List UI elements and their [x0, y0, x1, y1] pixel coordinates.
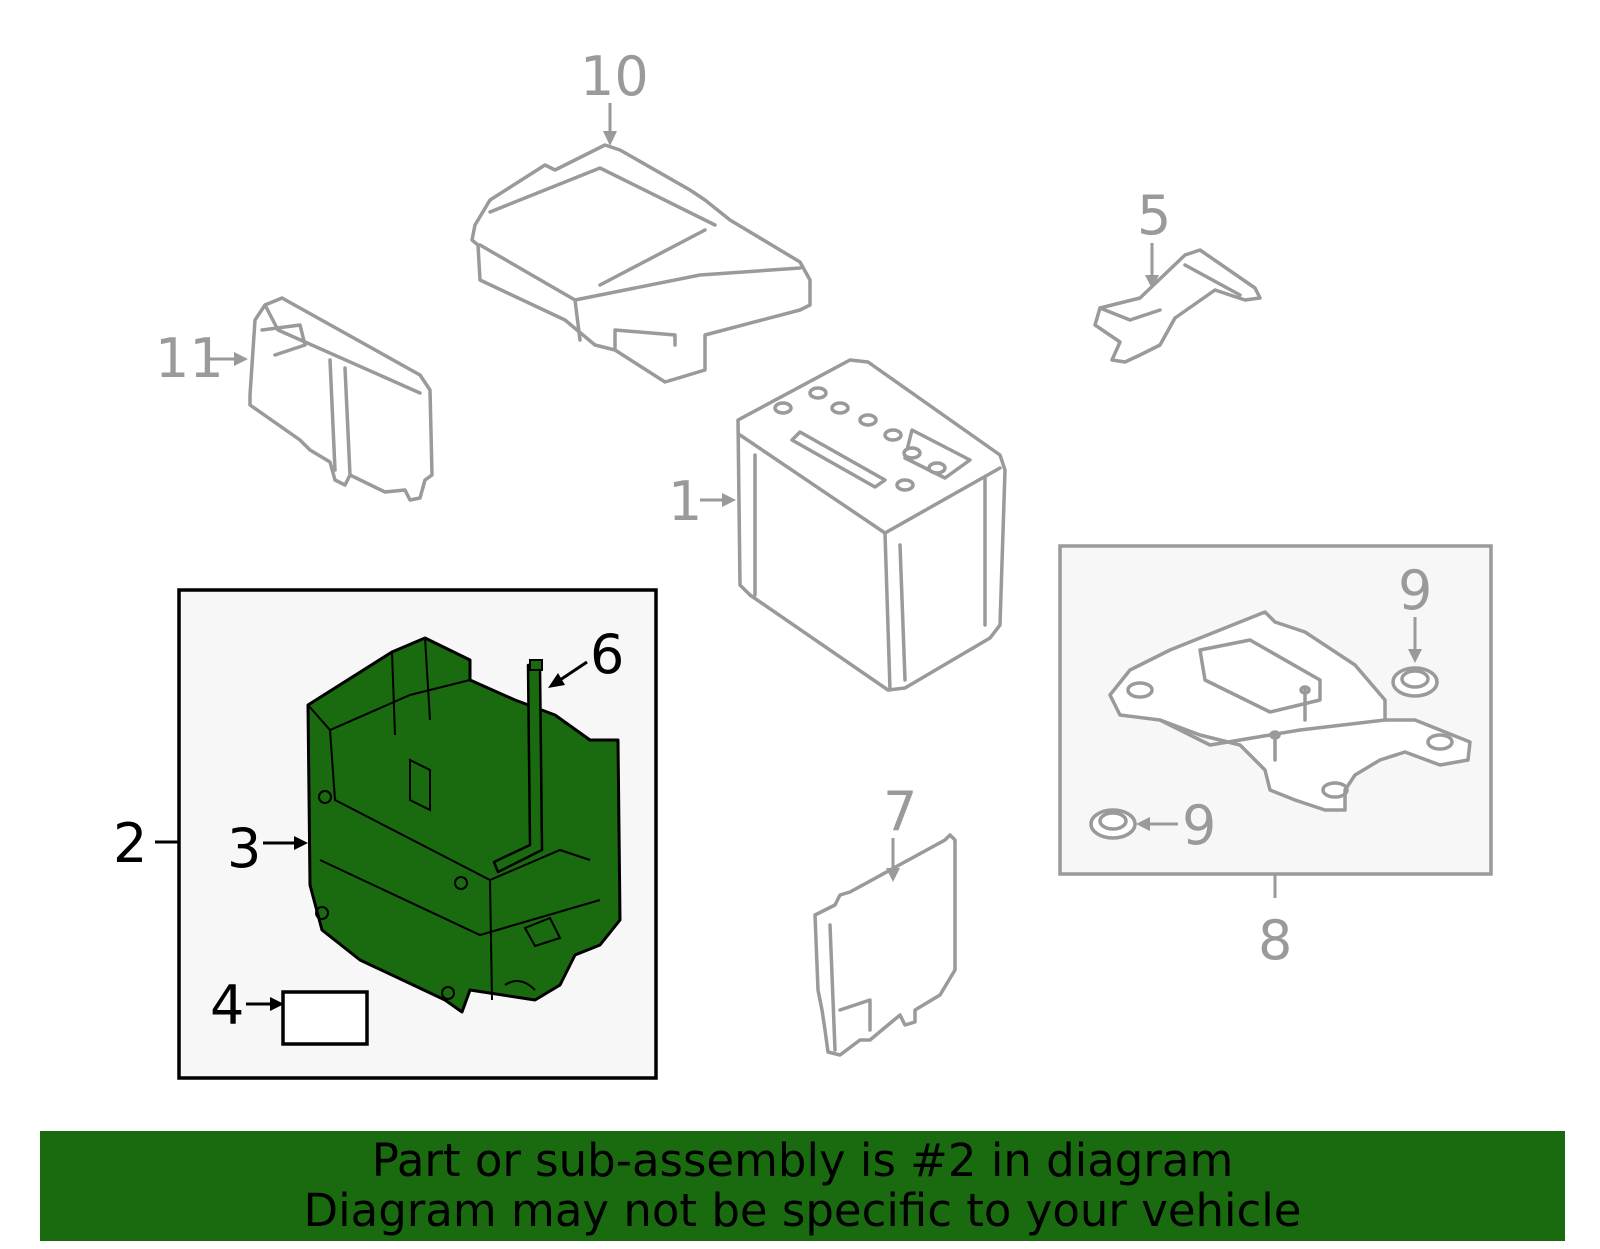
callout-7[interactable]: 7: [883, 780, 917, 843]
part-10-battery-cover[interactable]: [470, 143, 812, 384]
arrowhead-5: [1145, 275, 1159, 289]
callout-9-bottom[interactable]: 9: [1182, 794, 1216, 857]
callout-5[interactable]: 5: [1137, 184, 1171, 247]
info-banner: Part or sub-assembly is #2 in diagram Di…: [40, 1131, 1565, 1241]
part-8-battery-bracket[interactable]: [1108, 610, 1472, 812]
arrowhead-3: [294, 836, 308, 850]
leader-6: [559, 660, 588, 682]
banner-line-2: Diagram may not be specific to your vehi…: [303, 1184, 1302, 1237]
arrowhead-11: [234, 352, 248, 366]
callout-3[interactable]: 3: [227, 817, 261, 880]
callout-6[interactable]: 6: [590, 623, 624, 686]
arrowhead-10: [603, 131, 617, 146]
part-3-battery-tray[interactable]: [306, 636, 622, 1014]
battery-terminals: [773, 386, 947, 492]
banner-line-1: Part or sub-assembly is #2 in diagram: [371, 1134, 1234, 1187]
callout-4[interactable]: 4: [210, 974, 244, 1037]
callout-9-top[interactable]: 9: [1398, 559, 1432, 622]
part-9-grommet-b[interactable]: [1089, 808, 1137, 840]
arrowhead-1: [722, 493, 736, 507]
callout-2[interactable]: 2: [113, 812, 147, 875]
part-7-heat-shield[interactable]: [813, 833, 957, 1057]
part-6-hold-down-rod[interactable]: [492, 659, 544, 874]
arrowhead-4: [270, 997, 284, 1011]
arrowhead-6: [548, 673, 565, 688]
callout-8[interactable]: 8: [1258, 909, 1292, 972]
arrowhead-9-top: [1408, 649, 1422, 663]
part-4-label[interactable]: [281, 990, 369, 1046]
callout-1[interactable]: 1: [668, 470, 702, 533]
part-11-terminal-cover[interactable]: [248, 296, 434, 502]
part-5-bracket[interactable]: [1093, 248, 1262, 364]
part-9-grommet-a[interactable]: [1391, 666, 1439, 698]
part-1-battery[interactable]: [736, 358, 1007, 692]
arrowhead-7: [886, 868, 900, 882]
arrowhead-9-bottom: [1136, 817, 1150, 831]
callout-10[interactable]: 10: [580, 45, 649, 108]
